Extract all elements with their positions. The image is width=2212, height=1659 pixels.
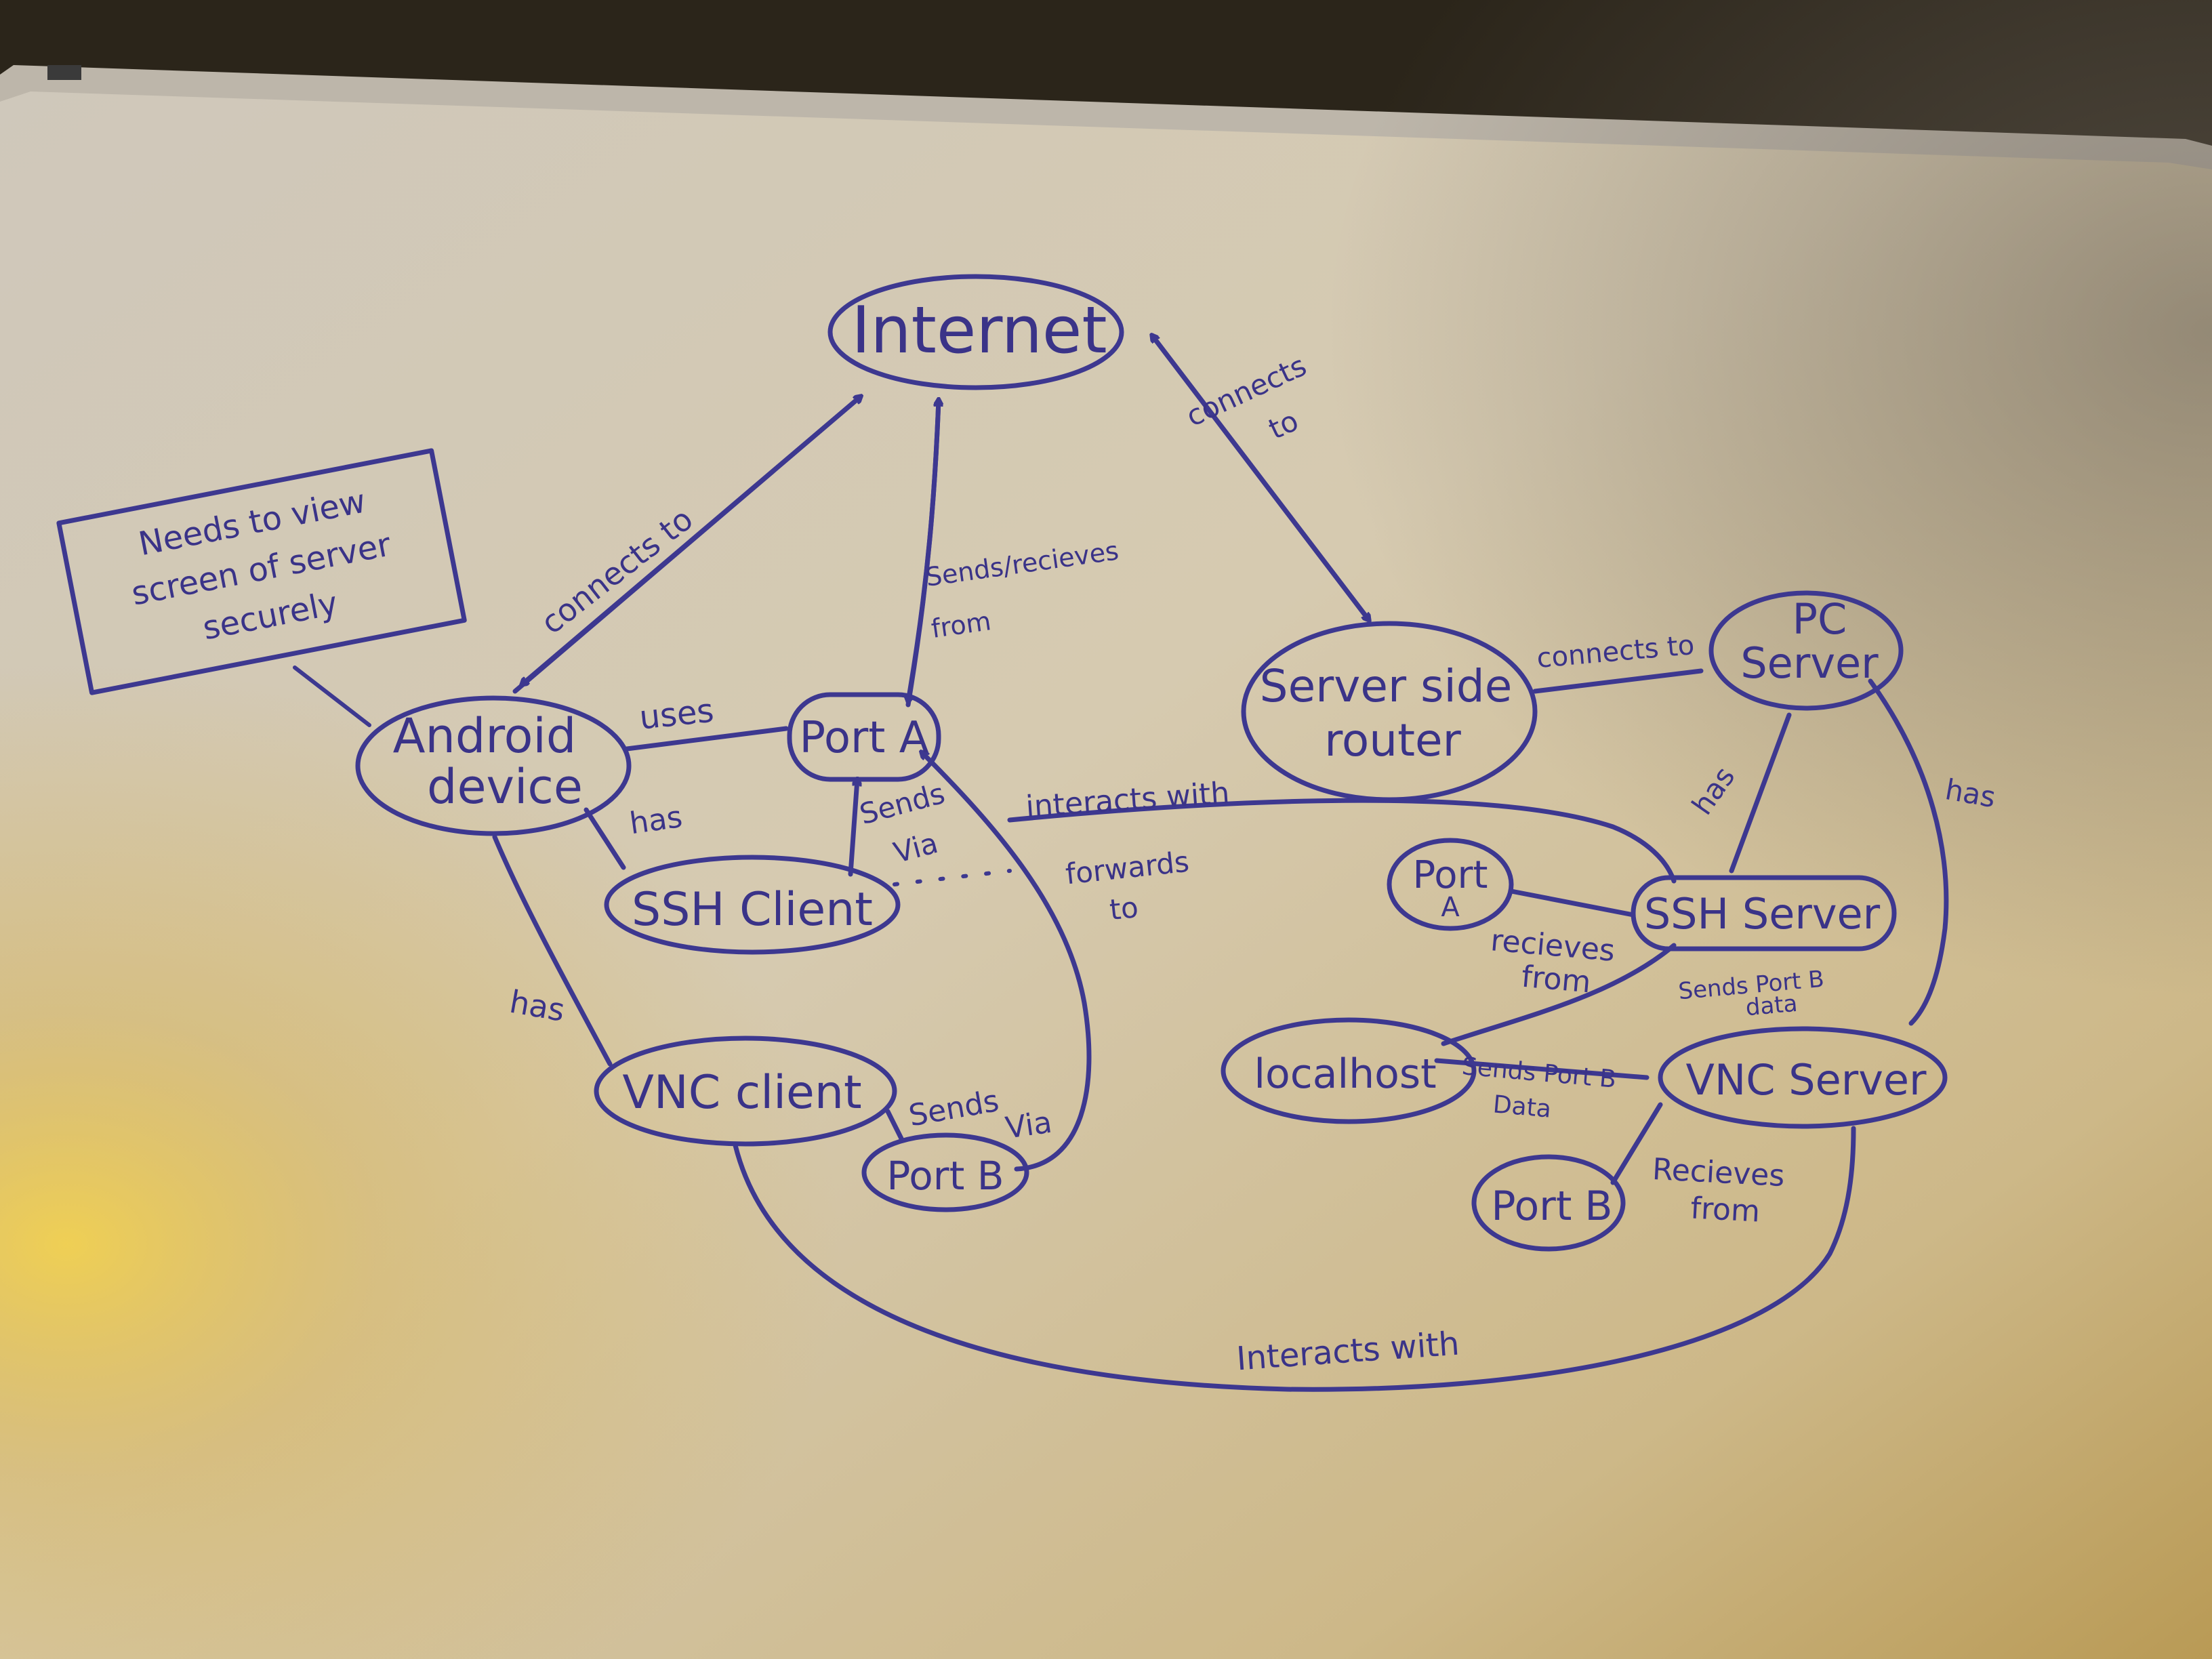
edge-pc-vncserver — [1868, 678, 1949, 1026]
node-internet: Internet — [851, 293, 1107, 368]
node-pc-line2: Server — [1740, 638, 1879, 688]
edge-ssh-porta — [848, 779, 857, 877]
edge-android-vnc — [492, 834, 613, 1067]
label-portb-vncserver-1: Recieves — [1652, 1152, 1786, 1193]
node-porta-server-line2: A — [1441, 892, 1460, 923]
label-android-porta: uses — [638, 691, 716, 737]
label-sshserver-localhost-2: data — [1744, 990, 1799, 1022]
edge-internet-porta-arrowhead — [908, 397, 941, 701]
node-pc-ellipse — [1708, 590, 1904, 711]
node-ssh-server: SSH Server — [1644, 889, 1881, 939]
node-vnc-client-ellipse — [594, 1036, 897, 1147]
edge-ssh-dotted — [893, 869, 1012, 886]
node-vnc-server: VNC Server — [1685, 1055, 1927, 1105]
edge-router-internet-arrowhead — [1152, 335, 1372, 623]
node-porta-server-line1: Port — [1412, 853, 1488, 897]
node-ssh-client: SSH Client — [632, 883, 873, 937]
node-vnc-client: VNC client — [622, 1066, 861, 1120]
node-localhost-ellipse — [1221, 1017, 1477, 1124]
edge-porta-sshserver — [1509, 888, 1636, 918]
node-localhost: localhost — [1254, 1050, 1436, 1098]
edge-vnc-portb — [885, 1109, 904, 1141]
label-portb-porta-2: to — [1108, 890, 1140, 926]
edge-portb-porta — [922, 752, 1092, 1172]
node-ssh-server-shape — [1631, 875, 1897, 951]
label-porta-sshserver-2: from — [1520, 960, 1592, 1000]
node-porta-server-ellipse — [1387, 838, 1514, 931]
edge-android-ssh — [583, 807, 626, 870]
node-portb-client: Port B — [886, 1153, 1004, 1199]
edge-internet-android-arrowhead — [522, 394, 863, 684]
node-router-line2: router — [1324, 714, 1461, 766]
node-portb-server-ellipse — [1471, 1154, 1626, 1252]
node-android-line2: device — [427, 759, 583, 815]
label-localhost-vnc-2: Data — [1492, 1090, 1552, 1123]
edge-pc-sshserver — [1729, 712, 1792, 874]
node-porta-client: Port A — [800, 713, 929, 763]
edge-router-pc — [1532, 668, 1704, 694]
edge-portb-vncserver — [1610, 1102, 1663, 1185]
label-android-ssh: has — [628, 800, 684, 841]
node-router-line1: Server side — [1260, 660, 1513, 712]
node-android-line1: Android — [393, 708, 577, 764]
node-portb-client-ellipse — [861, 1132, 1029, 1212]
node-vnc-server-ellipse — [1658, 1026, 1948, 1129]
edge-vncclient-vncserver — [733, 1126, 1856, 1392]
edge-sshserver-localhost — [1441, 943, 1677, 1046]
node-porta-client-shape — [787, 692, 941, 782]
node-router-ellipse — [1241, 621, 1538, 802]
node-portb-server: Port B — [1491, 1183, 1612, 1230]
node-internet-ellipse — [827, 274, 1124, 390]
label-vnc-portb-2: Via — [1004, 1105, 1054, 1146]
edge-android-porta — [624, 726, 789, 752]
node-ssh-client-ellipse — [604, 855, 901, 955]
label-portb-vncserver-2: from — [1689, 1191, 1761, 1229]
node-android-ellipse — [355, 695, 632, 836]
edge-note-android — [293, 665, 371, 727]
edge-ssh-sshserver — [1007, 798, 1677, 884]
board-clip — [47, 65, 81, 80]
node-pc-line1: PC — [1793, 594, 1847, 644]
